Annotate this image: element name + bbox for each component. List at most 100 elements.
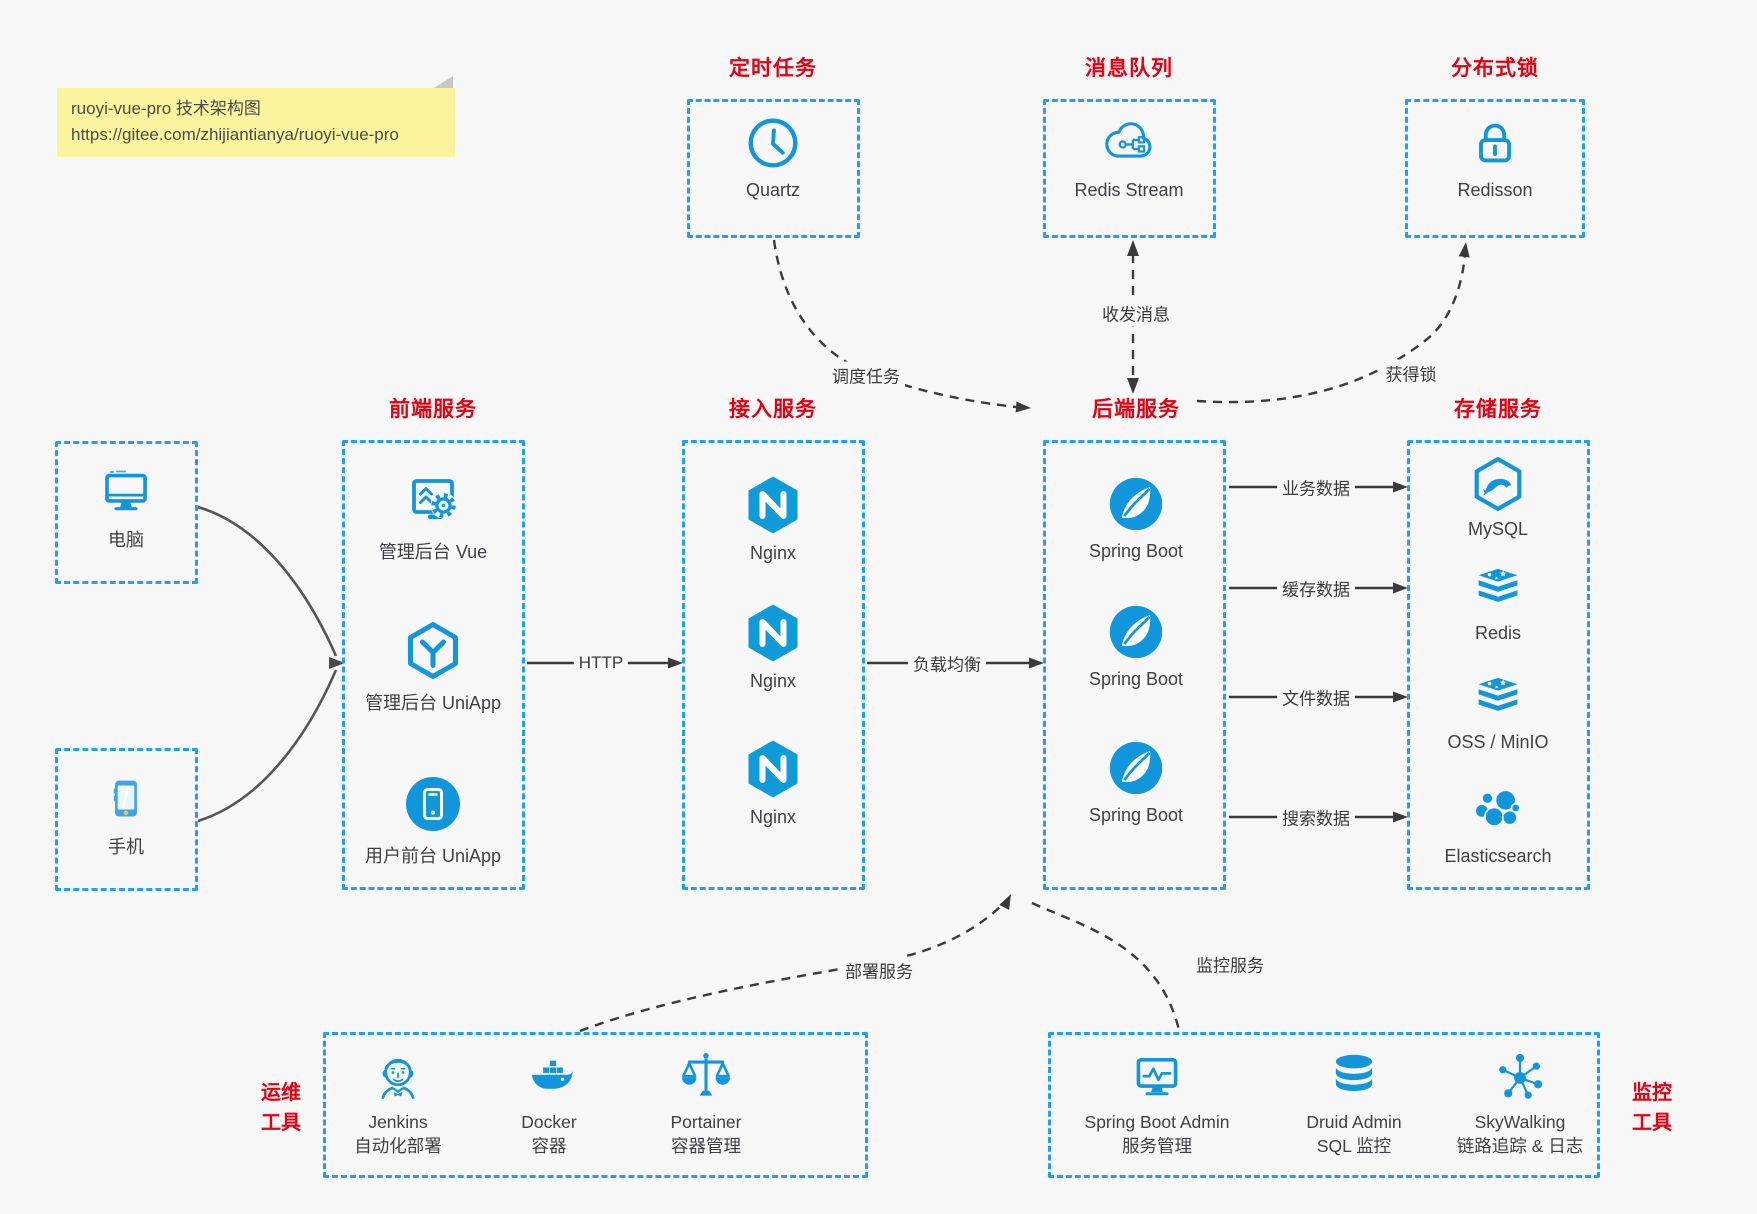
tool-desc: 服务管理 [1122,1135,1192,1156]
edge-label-file-data: 文件数据 [1277,683,1355,711]
node-redis-stream: Redis Stream [1029,112,1229,201]
group-title-frontend: 前端服务 [389,398,477,421]
node-springboot-admin: Spring Boot Admin 服务管理 [1057,1048,1257,1158]
spring-leaf-icon [1105,601,1167,663]
storage-stack-icon [1471,672,1525,726]
nginx-icon [741,473,805,537]
node-label: MySQL [1467,519,1528,539]
tool-name: Druid Admin [1306,1112,1402,1132]
node-docker: Docker 容器 [449,1048,649,1158]
clock-icon [742,112,804,174]
user-app-icon [401,772,465,836]
edge-label-http: HTTP [573,652,629,674]
node-label: Redisson [1457,180,1533,200]
tool-name: Docker [521,1112,577,1132]
frontend-box [342,440,525,890]
arrowhead [999,894,1011,910]
node-mysql: MySQL [1398,455,1598,540]
mobile-icon [98,771,154,827]
tool-desc: 容器 [531,1135,567,1156]
desktop-icon [97,462,155,520]
node-label: Nginx [749,807,797,827]
edge-label-deploy: 部署服务 [840,956,918,984]
redis-stack-icon [1471,563,1525,617]
monitoring-tools-side-title: 监控 工具 [1632,1078,1672,1138]
node-springboot-3: Spring Boot [1036,737,1236,826]
nginx-icon [741,601,805,665]
node-label: 电脑 [108,530,144,550]
node-label: Spring Boot [1088,805,1184,825]
topology-icon [1491,1048,1549,1106]
node-label: 管理后台 UniApp [364,693,502,713]
group-title-message-queue: 消息队列 [1085,57,1173,80]
edge-label-schedule: 调度任务 [827,361,905,389]
group-title-gateway: 接入服务 [729,398,817,421]
edge-label-acquire-lock: 获得锁 [1380,359,1442,387]
node-label: 手机 [108,837,144,857]
node-jenkins: Jenkins 自动化部署 [298,1048,498,1158]
node-oss-minio: OSS / MinIO [1398,672,1598,753]
spring-leaf-icon [1105,473,1167,535]
node-skywalking: SkyWalking 链路追踪 & 日志 [1420,1048,1620,1158]
node-label: Redis Stream [1074,180,1184,200]
ops-tools-side-title: 运维 工具 [261,1078,301,1138]
node-nginx-3: Nginx [673,737,873,828]
mobile-client-box [55,748,198,891]
node-label: 管理后台 Vue [378,542,488,562]
monitoring-tools-box [1048,1032,1600,1178]
node-redis: Redis [1398,563,1598,644]
node-label: Elasticsearch [1444,846,1552,866]
edge-label-cache-data: 缓存数据 [1277,574,1355,602]
tool-name: Portainer [670,1112,742,1132]
tool-desc: 自动化部署 [354,1135,442,1156]
node-quartz: Quartz [673,112,873,201]
node-nginx-1: Nginx [673,473,873,564]
node-mobile: 手机 [26,771,226,859]
node-springboot-2: Spring Boot [1036,601,1236,690]
node-redisson: Redisson [1395,112,1595,201]
scheduled-tasks-box [687,99,860,238]
tool-desc: SQL 监控 [1316,1135,1392,1156]
mysql-dolphin-icon [1469,455,1527,513]
node-label: Redis [1474,623,1522,643]
note-title: ruoyi-vue-pro 技术架构图 [71,99,261,118]
node-user-uniapp: 用户前台 UniApp [333,772,533,868]
pc-client-box [55,441,198,584]
docker-whale-icon [520,1048,578,1106]
admin-vue-icon [401,468,465,532]
ops-tools-box [323,1032,868,1178]
arrowhead [1127,378,1139,394]
node-nginx-2: Nginx [673,601,873,692]
node-portainer: Portainer 容器管理 [606,1048,806,1158]
edge-label-business-data: 业务数据 [1277,473,1355,501]
edge-label-load-balance: 负载均衡 [908,649,986,677]
tool-name: SkyWalking [1474,1112,1566,1132]
jenkins-icon [369,1048,427,1106]
monitor-chart-icon [1128,1048,1186,1106]
edge-label-monitor: 监控服务 [1191,950,1269,978]
message-queue-box [1043,99,1216,238]
edge-label-search-data: 搜索数据 [1277,803,1355,831]
node-label: Spring Boot [1088,541,1184,561]
node-label: Nginx [749,543,797,563]
tool-desc: 链路追踪 & 日志 [1456,1135,1584,1156]
node-label: 用户前台 UniApp [364,846,502,866]
arrowhead [1015,401,1031,413]
node-admin-vue: 管理后台 Vue [333,468,533,564]
tool-desc: 容器管理 [671,1135,741,1156]
node-admin-uniapp: 管理后台 UniApp [333,619,533,715]
node-label: Quartz [745,180,801,200]
edge-monitor [1031,901,1181,1031]
database-icon [1325,1048,1383,1106]
note-fold-corner [429,76,453,91]
group-title-scheduled-tasks: 定时任务 [729,57,817,80]
scales-icon [677,1048,735,1106]
tool-name: Jenkins [368,1112,428,1132]
monitoring-title-line2: 工具 [1632,1112,1672,1134]
cloud-network-icon [1098,112,1160,174]
tool-name: Spring Boot Admin [1084,1112,1230,1132]
gateway-box [682,440,865,890]
title-note: ruoyi-vue-pro 技术架构图 https://gitee.com/zh… [57,88,455,157]
ops-title-line2: 工具 [261,1112,301,1134]
